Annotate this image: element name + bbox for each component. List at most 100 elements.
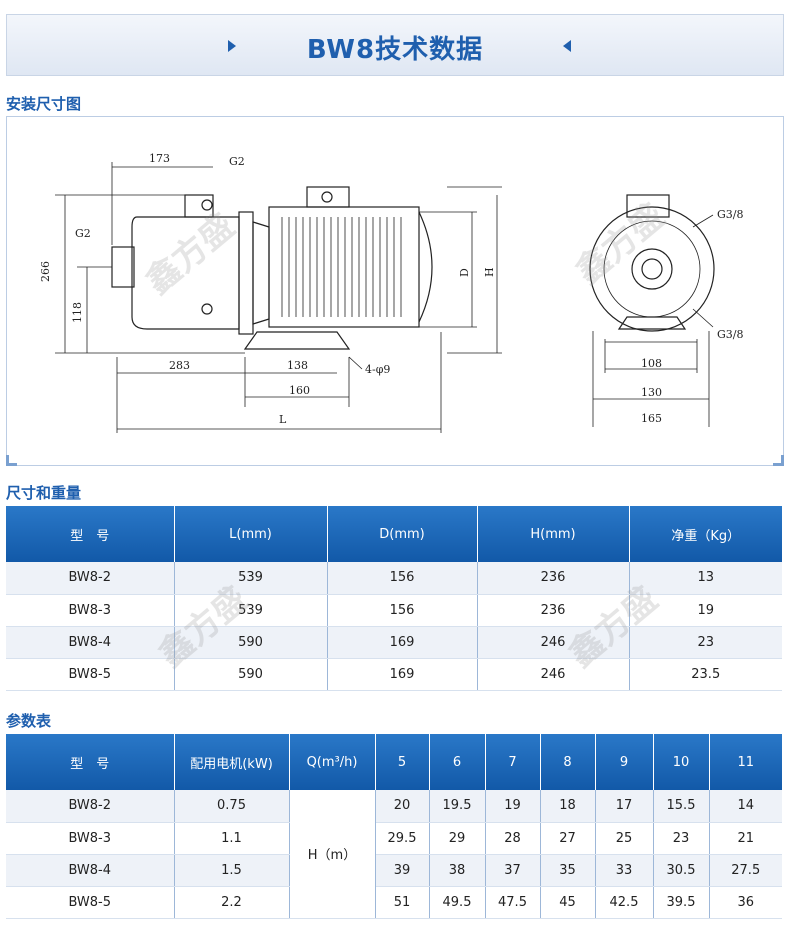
head-value-cell: 19.5	[429, 790, 486, 823]
dim-173: 173	[149, 152, 170, 165]
head-value-cell: 38	[429, 854, 486, 887]
head-value-cell: 49.5	[429, 886, 486, 919]
table-cell: BW8-2	[6, 562, 175, 595]
table-cell: 156	[327, 562, 478, 595]
head-value-cell: 39	[375, 854, 430, 887]
table-cell: 13	[629, 562, 782, 595]
head-value-cell: 21	[709, 822, 782, 855]
head-value-cell: 23	[653, 822, 710, 855]
table-cell: 19	[629, 594, 782, 627]
column-header: Q(m³/h)	[289, 734, 376, 790]
column-header: 配用电机(kW)	[174, 734, 290, 790]
section-title-params: 参数表	[6, 712, 52, 730]
dim-L: L	[279, 413, 287, 426]
dim-165: 165	[641, 412, 662, 425]
column-header: 9	[595, 734, 654, 790]
section-title-dims: 尺寸和重量	[6, 484, 82, 502]
column-header: 型 号	[6, 734, 175, 790]
table-cell: 590	[174, 658, 328, 691]
head-value-cell: 19	[485, 790, 541, 823]
table-cell: 156	[327, 594, 478, 627]
column-header: D(mm)	[327, 506, 478, 562]
pump-drawing: 173 G2 G2 266 118 283 138 160 4-φ9 L D H…	[39, 152, 744, 433]
title-banner: BW8技术数据	[6, 14, 784, 76]
table-cell: 539	[174, 562, 328, 595]
dim-266: 266	[39, 261, 52, 282]
column-header: 11	[709, 734, 782, 790]
table-cell: 169	[327, 658, 478, 691]
head-label-cell: H（m）	[289, 790, 376, 919]
head-value-cell: 14	[709, 790, 782, 823]
head-value-cell: 37	[485, 854, 541, 887]
table-cell: 246	[477, 658, 630, 691]
column-header: H(mm)	[477, 506, 630, 562]
model-cell: BW8-2	[6, 790, 175, 823]
head-value-cell: 35	[540, 854, 596, 887]
power-cell: 1.5	[174, 854, 290, 887]
dim-160: 160	[289, 384, 310, 397]
page-title: BW8技术数据	[306, 35, 484, 65]
column-header: 10	[653, 734, 710, 790]
column-header: 6	[429, 734, 486, 790]
arrow-left-icon	[563, 40, 571, 52]
head-value-cell: 33	[595, 854, 654, 887]
label-g38-top: G3/8	[717, 208, 744, 221]
head-value-cell: 47.5	[485, 886, 541, 919]
dim-138: 138	[287, 359, 308, 372]
head-value-cell: 36	[709, 886, 782, 919]
head-value-cell: 17	[595, 790, 654, 823]
table-cell: BW8-5	[6, 658, 175, 691]
table-cell: BW8-3	[6, 594, 175, 627]
section-title-install: 安装尺寸图	[6, 95, 82, 113]
dim-D: D	[458, 268, 471, 277]
dim-108: 108	[641, 357, 662, 370]
label-holes: 4-φ9	[365, 363, 390, 376]
model-cell: BW8-3	[6, 822, 175, 855]
pump-chamber-shape	[131, 216, 240, 330]
table-cell: 169	[327, 626, 478, 659]
table-cell: BW8-4	[6, 626, 175, 659]
column-header: L(mm)	[174, 506, 328, 562]
head-value-cell: 27.5	[709, 854, 782, 887]
table-cell: 590	[174, 626, 328, 659]
table-cell: 246	[477, 626, 630, 659]
label-g2-left: G2	[75, 227, 91, 240]
head-value-cell: 28	[485, 822, 541, 855]
head-value-cell: 27	[540, 822, 596, 855]
head-value-cell: 15.5	[653, 790, 710, 823]
column-header: 5	[375, 734, 430, 790]
dim-130: 130	[641, 386, 662, 399]
dim-H: H	[483, 267, 496, 277]
head-value-cell: 25	[595, 822, 654, 855]
table-cell: 539	[174, 594, 328, 627]
head-value-cell: 39.5	[653, 886, 710, 919]
installation-drawing: 173 G2 G2 266 118 283 138 160 4-φ9 L D H…	[6, 116, 784, 466]
power-cell: 1.1	[174, 822, 290, 855]
column-header: 7	[485, 734, 541, 790]
head-value-cell: 45	[540, 886, 596, 919]
arrow-right-icon	[228, 40, 236, 52]
head-value-cell: 51	[375, 886, 430, 919]
table-cell: 23	[629, 626, 782, 659]
dim-118: 118	[71, 302, 84, 323]
head-value-cell: 30.5	[653, 854, 710, 887]
model-cell: BW8-5	[6, 886, 175, 919]
head-value-cell: 29.5	[375, 822, 430, 855]
column-header: 型 号	[6, 506, 175, 562]
head-value-cell: 42.5	[595, 886, 654, 919]
head-value-cell: 20	[375, 790, 430, 823]
dim-283: 283	[169, 359, 190, 372]
column-header: 8	[540, 734, 596, 790]
head-value-cell: 29	[429, 822, 486, 855]
